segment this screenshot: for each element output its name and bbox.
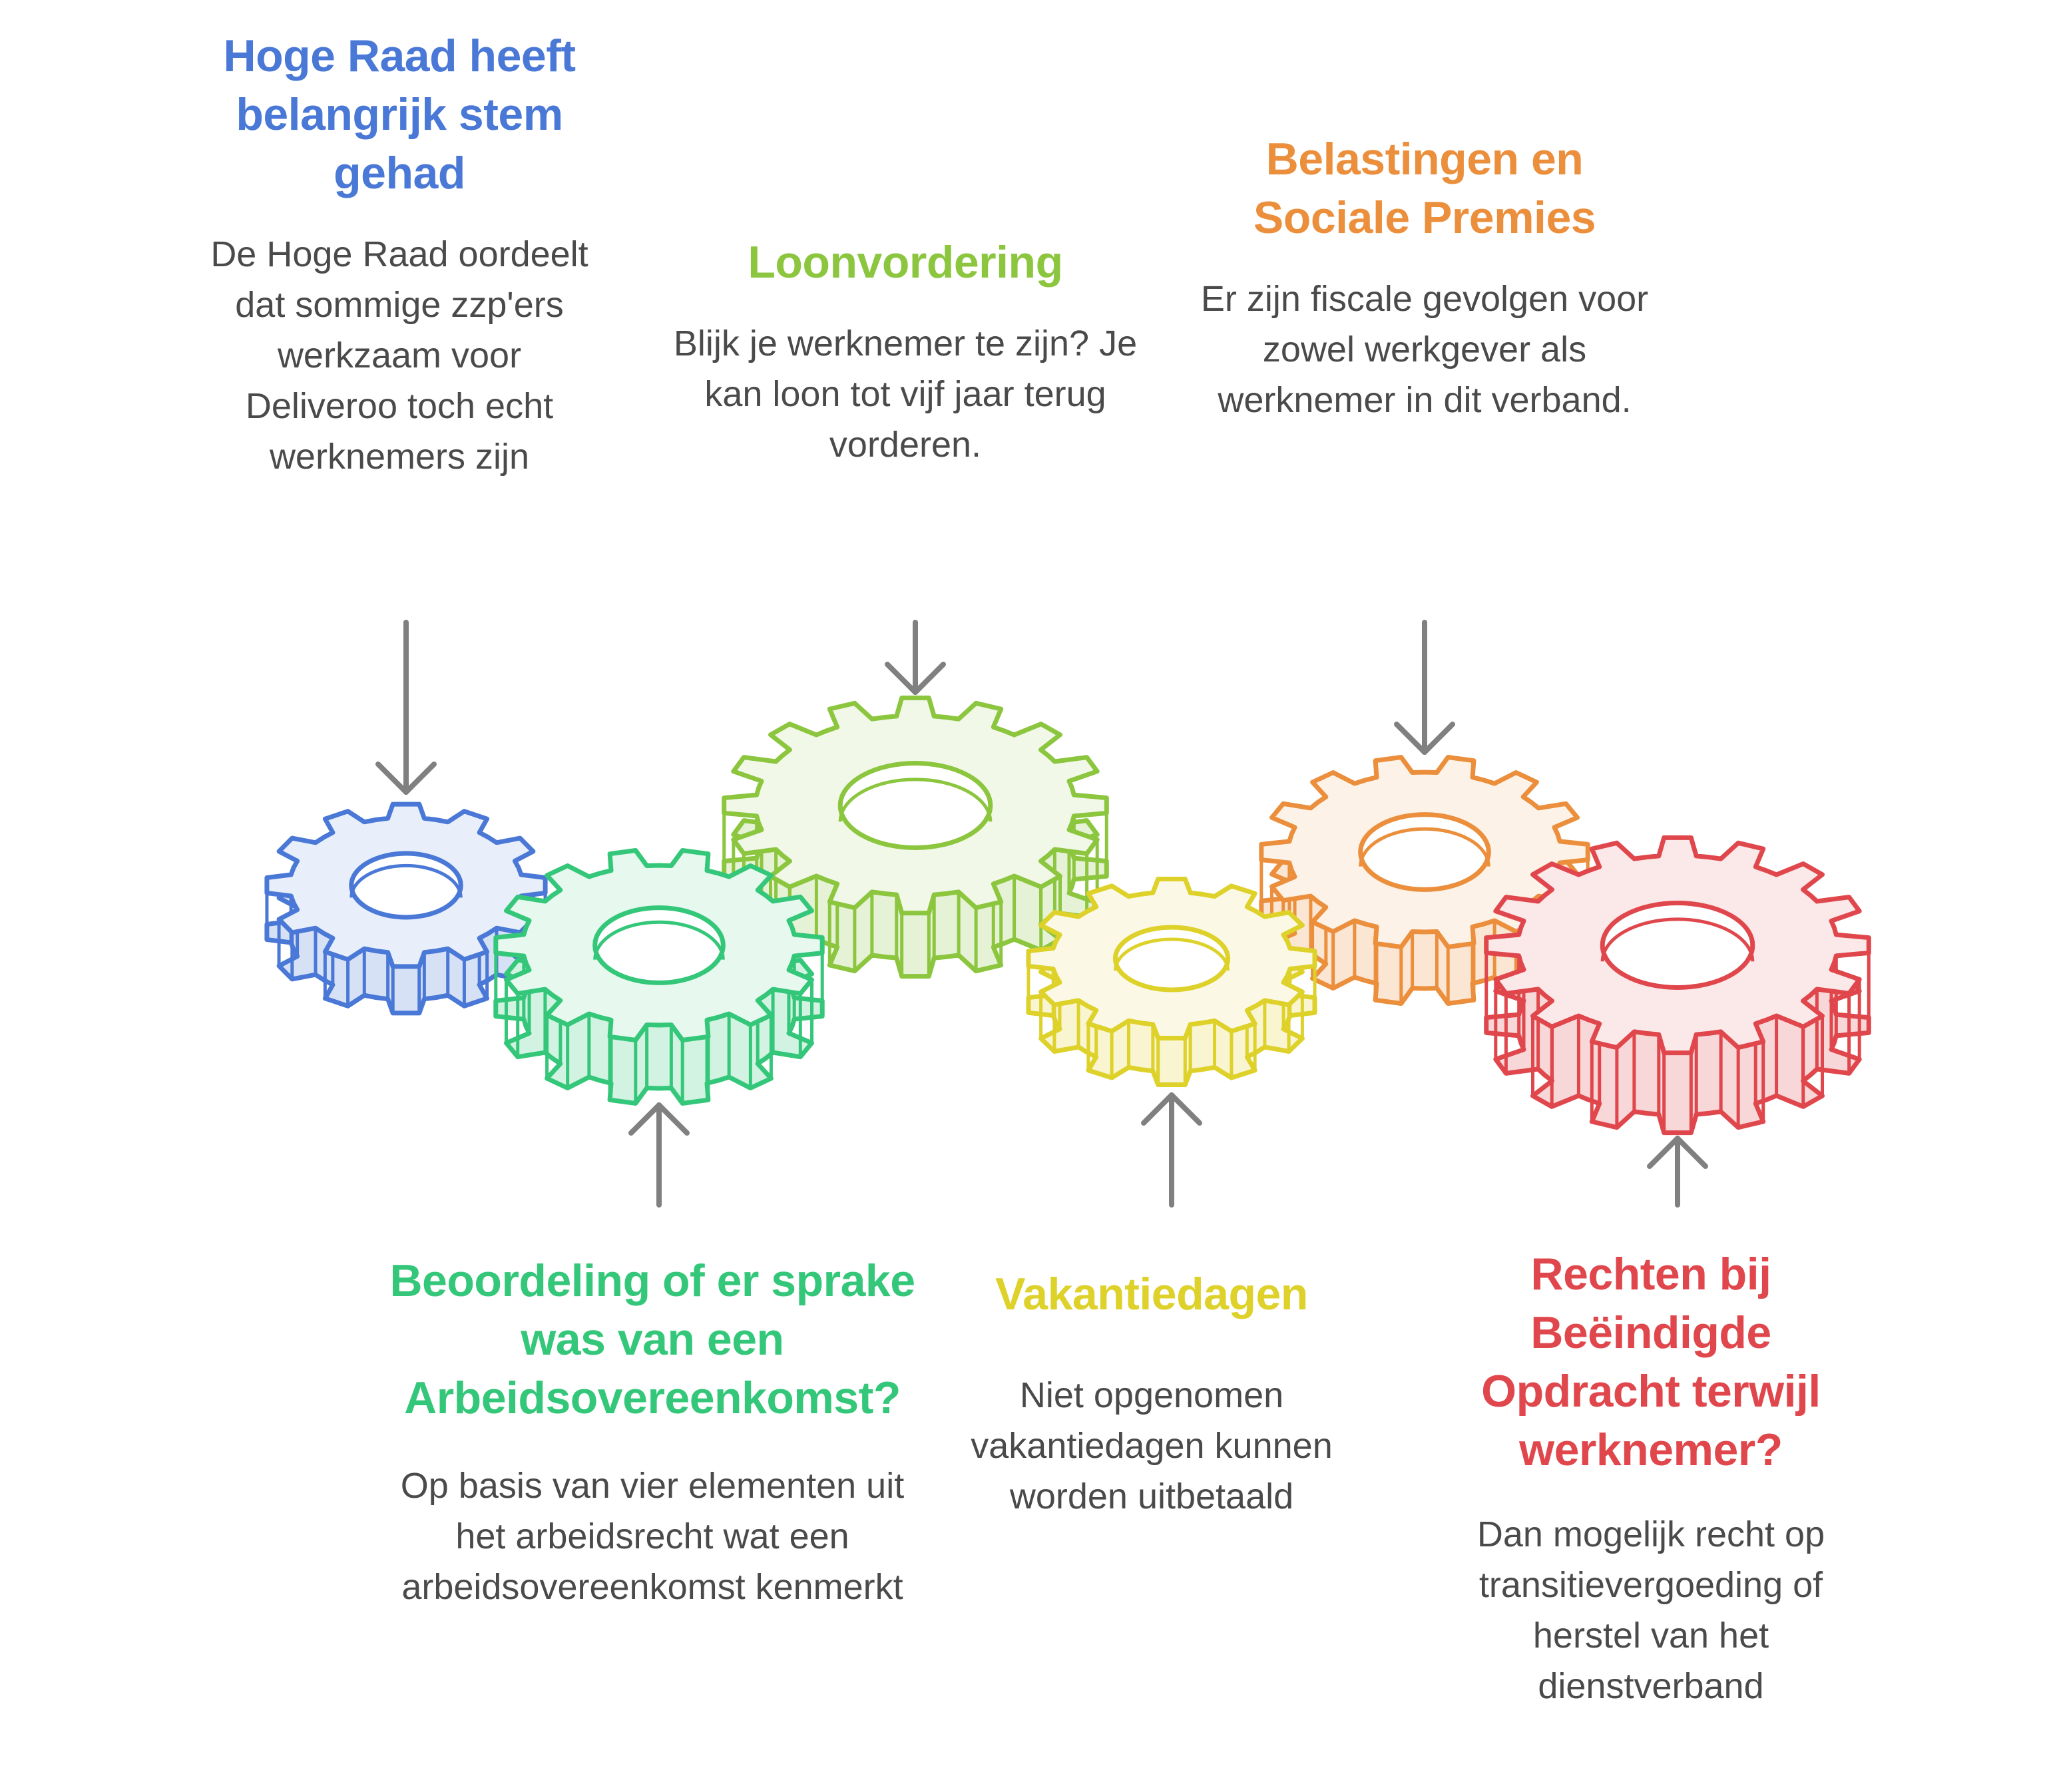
arrow-down-hoge-raad <box>375 620 437 795</box>
belastingen-description: Er zijn fiscale gevolgen voor zowel werk… <box>1200 279 1649 420</box>
arrow-up-vakantiedagen <box>1141 1092 1202 1208</box>
gear-red <box>1484 835 1871 1136</box>
rechten-title: Rechten bij Beëindigde Opdracht terwijl … <box>1481 1249 1821 1475</box>
rechten-description: Dan mogelijk recht op transitievergoedin… <box>1477 1514 1825 1706</box>
arrow-down-belastingen <box>1394 620 1455 755</box>
loonvordering-title: Loonvordering <box>748 237 1063 288</box>
arrows-layer <box>375 620 1708 1208</box>
hoge-raad-block: Hoge Raad heeft belangrijk stem gehad De… <box>200 27 599 482</box>
beoordeling-block: Beoordeling of er sprake was van een Arb… <box>373 1251 932 1612</box>
hoge-raad-title: Hoge Raad heeft belangrijk stem gehad <box>223 31 576 198</box>
gear-blue <box>264 801 548 1016</box>
arrow-up-beoordeling <box>628 1102 690 1208</box>
beoordeling-title: Beoordeling of er sprake was van een Arb… <box>389 1255 915 1423</box>
vakantiedagen-title: Vakantiedagen <box>995 1269 1308 1319</box>
belastingen-block: Belastingen en Sociale Premies Er zijn f… <box>1198 130 1651 425</box>
belastingen-title: Belastingen en Sociale Premies <box>1253 134 1596 243</box>
gear-green <box>493 848 825 1106</box>
arrow-down-loonvordering <box>885 620 946 695</box>
loonvordering-block: Loonvordering Blijk je werknemer te zijn… <box>672 233 1138 470</box>
gear-yellow <box>1026 877 1317 1087</box>
hoge-raad-description: De Hoge Raad oordeelt dat sommige zzp'er… <box>210 234 588 477</box>
beoordeling-description: Op basis van vier elementen uit het arbe… <box>400 1466 905 1607</box>
gear-lime <box>722 695 1109 979</box>
arrow-up-rechten <box>1647 1136 1708 1208</box>
loonvordering-description: Blijk je werknemer te zijn? Je kan loon … <box>673 324 1138 465</box>
vakantiedagen-block: Vakantiedagen Niet opgenomen vakantiedag… <box>959 1265 1345 1522</box>
rechten-block: Rechten bij Beëindigde Opdracht terwijl … <box>1445 1245 1857 1711</box>
vakantiedagen-description: Niet opgenomen vakantiedagen kunnen word… <box>971 1375 1333 1516</box>
